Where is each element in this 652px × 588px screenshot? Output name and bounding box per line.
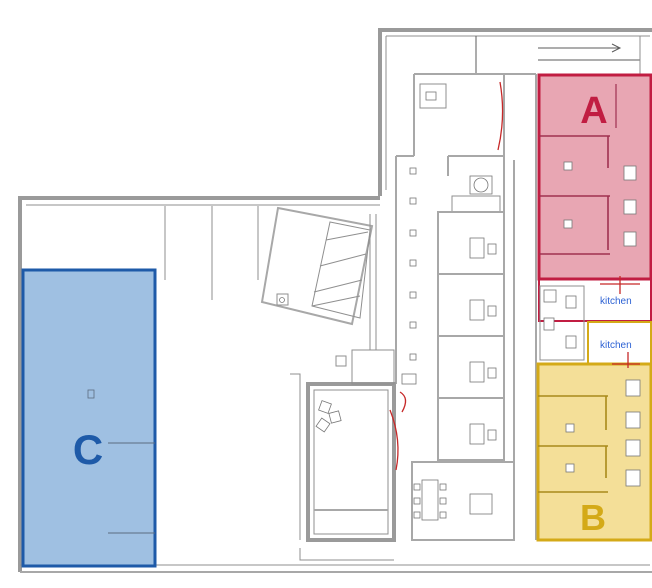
service-area: kitchen kitchen <box>539 285 652 365</box>
door-swings <box>389 81 640 471</box>
zone-a-label: A <box>580 90 607 132</box>
kitchen-lower-label: kitchen <box>600 340 632 351</box>
zone-c-label: C <box>73 426 103 473</box>
wheelchair-icon <box>276 293 289 306</box>
kitchen-upper-label: kitchen <box>600 296 632 307</box>
zone-a: A <box>537 73 652 322</box>
zone-c: C <box>21 268 157 568</box>
zone-b-label: B <box>580 497 606 538</box>
parking-area <box>164 206 377 350</box>
zone-c-area <box>21 268 157 568</box>
building-walls <box>18 28 652 573</box>
kitchen-lower-area <box>587 321 652 365</box>
central-offices <box>395 73 537 541</box>
lounge-room <box>290 349 396 561</box>
entrance-area <box>475 36 641 74</box>
zone-b: B <box>536 362 652 542</box>
